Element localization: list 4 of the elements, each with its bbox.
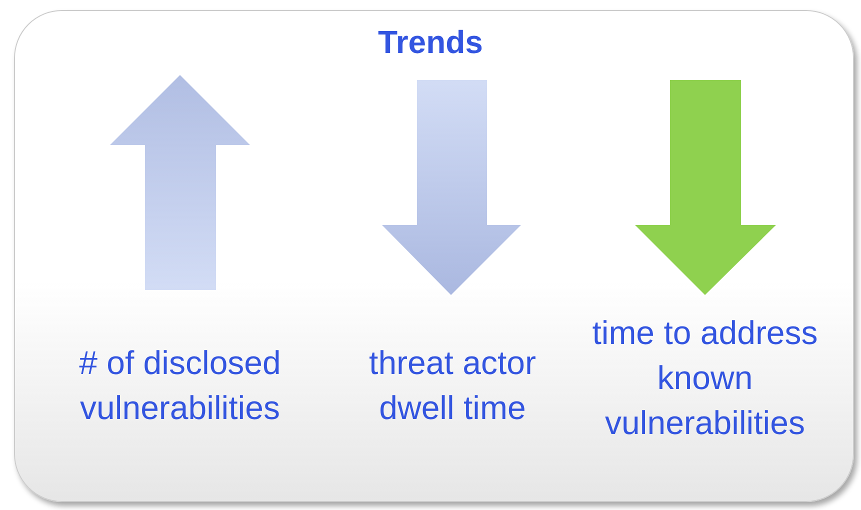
trend-label: threat actor dwell time — [368, 343, 537, 428]
trend-label: # of disclosed vulnerabilities — [78, 343, 282, 428]
trend-label: time to address known vulnerabilities — [591, 313, 819, 443]
title: Trends — [377, 24, 484, 61]
